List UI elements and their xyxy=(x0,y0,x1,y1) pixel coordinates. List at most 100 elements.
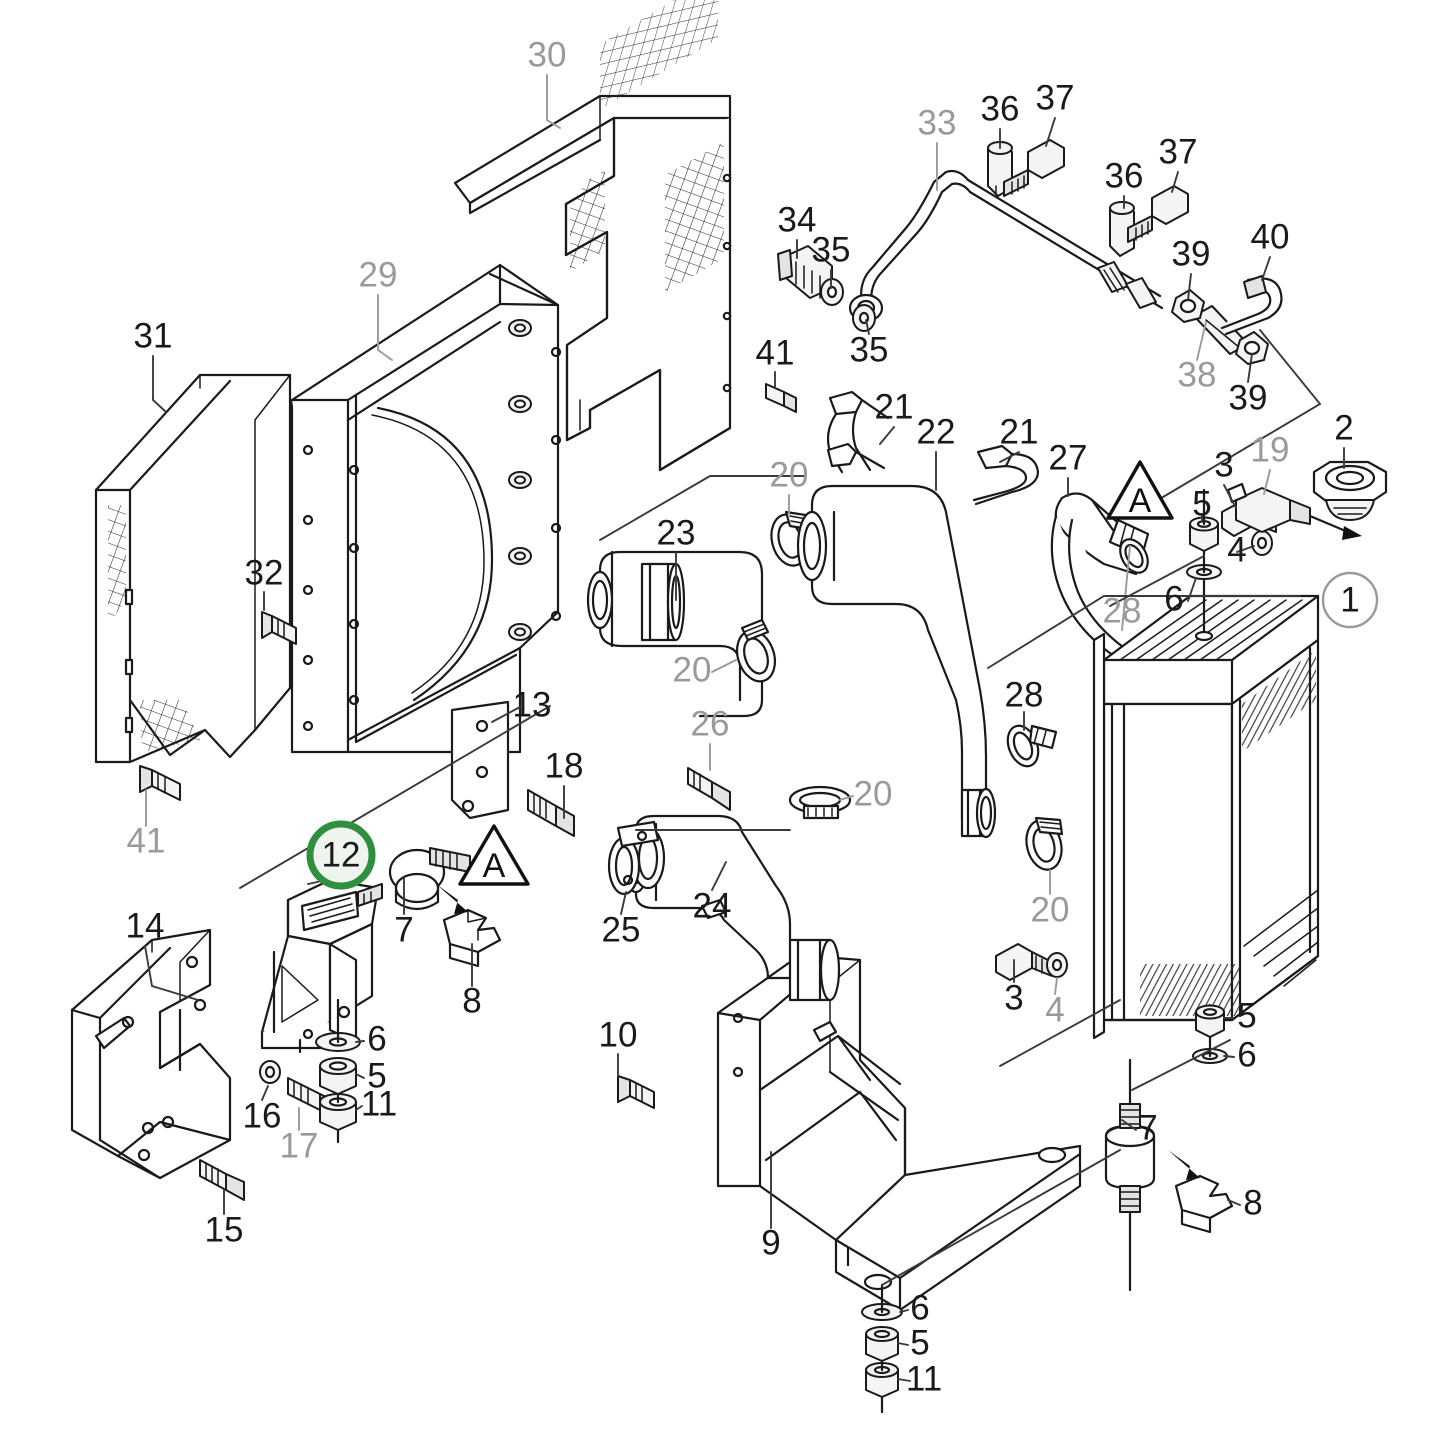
callout-label-33: 33 xyxy=(918,103,957,142)
part-37-bolt-a xyxy=(1003,139,1065,197)
callout-label-20c: 20 xyxy=(854,774,893,813)
callout-label-3b: 3 xyxy=(1004,978,1023,1017)
callout-label-16: 16 xyxy=(243,1096,282,1135)
part-18-bolt xyxy=(527,789,575,837)
callout-label-19: 19 xyxy=(1251,430,1290,469)
callout-label-36a: 36 xyxy=(981,89,1020,128)
part-41-bolt-right xyxy=(765,383,797,413)
callout-label-2: 2 xyxy=(1334,408,1353,447)
part-29-fan-shroud xyxy=(290,263,562,754)
part-1-radiator-core xyxy=(1092,594,1320,1040)
part-4-washer-bottom xyxy=(1046,952,1068,978)
part-3-drain-plug-bottom xyxy=(995,943,1053,981)
part-35-washer-a xyxy=(820,278,844,306)
fastener-stack-radiator-bottom xyxy=(1192,1004,1228,1064)
callout-label-35a: 35 xyxy=(812,230,851,269)
part-10-bolt xyxy=(617,1075,655,1109)
callout-label-25: 25 xyxy=(602,910,641,949)
symbol-a-label: A xyxy=(1129,482,1152,520)
callout-circle-12-highlighted[interactable]: 12 xyxy=(306,820,376,890)
part-26-bolt xyxy=(687,767,731,811)
callout-label-11c: 11 xyxy=(361,1084,397,1123)
part-20-hose-clamp-c xyxy=(788,785,852,820)
callout-label-32: 32 xyxy=(245,553,284,592)
part-21-cable-tie-a xyxy=(826,390,890,474)
part-23-hose xyxy=(586,550,764,718)
callout-label-14: 14 xyxy=(126,906,165,945)
callout-circle-1[interactable]: 1 xyxy=(1321,571,1379,629)
callout-label-39a: 39 xyxy=(1172,234,1211,273)
callout-label-4a: 4 xyxy=(1227,530,1246,569)
symbol-a-label: A xyxy=(483,847,506,885)
callout-label-15: 15 xyxy=(205,1210,244,1249)
callout-label-4b: 4 xyxy=(1045,990,1064,1029)
callout-label-41b: 41 xyxy=(756,333,795,372)
callout-label-7a: 7 xyxy=(394,910,413,949)
callout-label-23: 23 xyxy=(657,513,696,552)
callout-label-28b: 28 xyxy=(1005,675,1044,714)
callout-label-20b: 20 xyxy=(673,650,712,689)
callout-label-6b: 6 xyxy=(1237,1035,1256,1074)
callout-label-20a: 20 xyxy=(770,455,809,494)
callout-label-18: 18 xyxy=(545,746,584,785)
callout-label-22: 22 xyxy=(917,412,956,451)
part-32-bolt xyxy=(261,611,297,645)
part-34-union-fitting xyxy=(777,245,833,299)
callout-label-39b: 39 xyxy=(1229,378,1268,417)
callout-label-21a: 21 xyxy=(875,387,914,426)
part-20-hose-clamp-b xyxy=(735,618,777,683)
callout-label-26: 26 xyxy=(691,704,730,743)
washer-nut-stack-bottom xyxy=(861,1283,903,1414)
part-12-mounting-bracket xyxy=(260,878,380,1054)
callout-label-29: 29 xyxy=(359,255,398,294)
callout-label-6d: 6 xyxy=(910,1288,929,1327)
callout-label-28a: 28 xyxy=(1103,591,1142,630)
callout-label-36b: 36 xyxy=(1105,156,1144,195)
part-2-radiator-cap xyxy=(1312,460,1388,521)
part-35-washer-b xyxy=(852,304,876,332)
part-7-rubber-mount-right xyxy=(1104,1058,1156,1292)
callout-label-38: 38 xyxy=(1178,355,1217,394)
part-8-retaining-clip-left xyxy=(436,884,502,968)
callout-label-27: 27 xyxy=(1049,438,1088,477)
part-15-bolt xyxy=(199,1159,245,1201)
part-8-retaining-clip-right xyxy=(1168,1150,1234,1234)
part-4-washer-top xyxy=(1251,530,1273,556)
callout-label-17: 17 xyxy=(280,1126,319,1165)
callout-label-31: 31 xyxy=(134,316,173,355)
part-31-mesh-side-panel xyxy=(94,373,292,764)
callout-label-35b: 35 xyxy=(850,330,889,369)
callout-label-1: 1 xyxy=(1340,580,1359,619)
part-19-temperature-sender xyxy=(1226,482,1362,540)
fastener-stack-radiator-top xyxy=(1186,488,1222,642)
callout-label-8a: 8 xyxy=(462,981,481,1020)
callout-label-37b: 37 xyxy=(1159,132,1198,171)
part-21-cable-tie-b xyxy=(972,444,1040,506)
part-28-clamp-b xyxy=(1006,724,1058,768)
callout-label-20e: 20 xyxy=(1031,890,1070,929)
part-20-hose-clamp-d xyxy=(1025,816,1064,871)
leader-lines xyxy=(144,74,1345,1382)
callout-label-5c: 5 xyxy=(367,1056,386,1095)
callout-label-11d: 11 xyxy=(906,1359,942,1398)
callout-label-7b: 7 xyxy=(1138,1108,1157,1147)
callout-label-12: 12 xyxy=(322,835,361,874)
callout-label-5a: 5 xyxy=(1192,484,1211,523)
callout-label-9: 9 xyxy=(761,1223,780,1262)
part-14-side-bracket xyxy=(70,928,232,1180)
symbol-triangle-a-left: A xyxy=(458,824,530,886)
callout-label-37a: 37 xyxy=(1036,78,1075,117)
callout-label-10: 10 xyxy=(599,1015,638,1054)
callout-label-21b: 21 xyxy=(1000,412,1039,451)
callout-label-5d: 5 xyxy=(910,1323,929,1362)
callout-label-24: 24 xyxy=(693,886,732,925)
part-7-rubber-mount-left xyxy=(357,847,471,911)
part-41-bolt-left xyxy=(139,765,181,801)
callout-label-6c: 6 xyxy=(367,1019,386,1058)
callout-label-30: 30 xyxy=(528,35,567,74)
callout-label-3a: 3 xyxy=(1214,445,1233,484)
part-25-pipe-clamp xyxy=(607,820,666,896)
part-9-lower-support-bracket xyxy=(716,953,1082,1312)
